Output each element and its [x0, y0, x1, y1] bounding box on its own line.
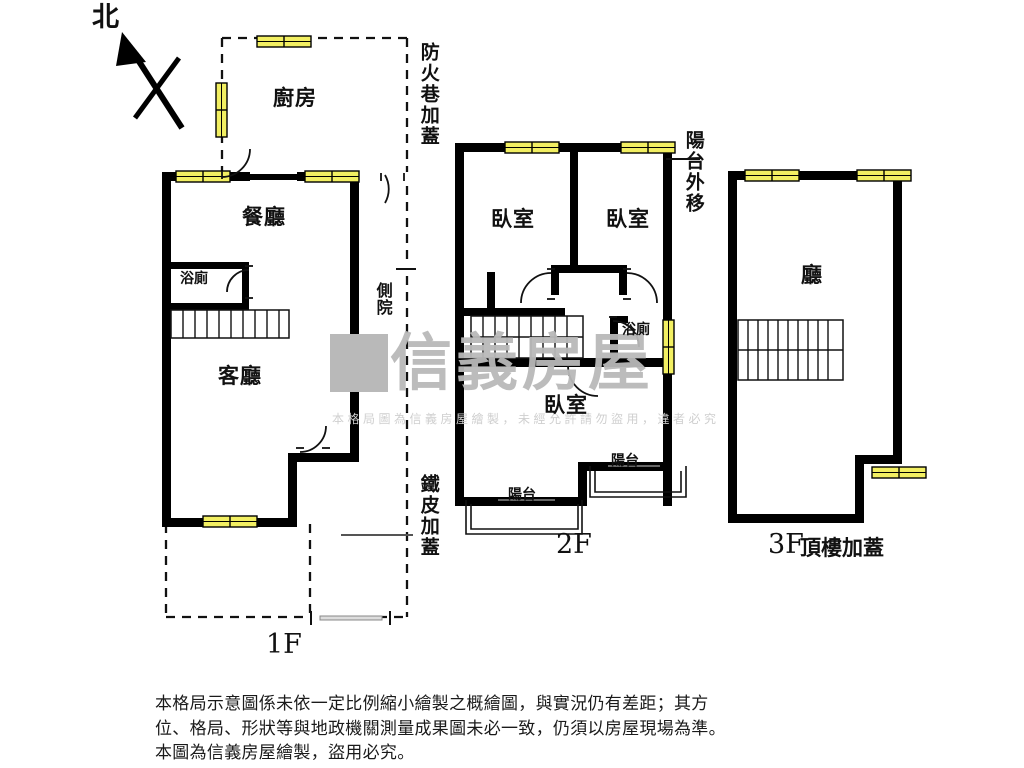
disclaimer: 本格局示意圖係未依一定比例縮小繪製之概繪圖，與實況仍有差距；其方 位、格局、形狀…: [155, 692, 915, 766]
room-label-bedroom-1: 臥室: [491, 207, 535, 231]
floor-label-3f: 3F: [768, 529, 804, 560]
north-arrow-icon: [116, 32, 185, 130]
disclaimer-line-2: 位、格局、形狀等與地政機關測量成果圖未必一致，仍須以房屋現場為準。: [155, 718, 726, 739]
stairs-1f: [170, 309, 290, 339]
stairs-2f: [470, 315, 584, 359]
window-hall-top-right: [856, 169, 912, 182]
walls-3f: [728, 171, 902, 523]
room-label-balcony-2: 陽台: [611, 453, 639, 469]
annotation-metal-sheet-cover: 鐵皮加蓋: [417, 474, 440, 558]
balcony-outlines-2f: [465, 465, 687, 535]
room-label-bedroom-2: 臥室: [606, 207, 650, 231]
window-hall-bottom-right: [871, 466, 927, 479]
room-label-dining-room: 餐廳: [242, 205, 286, 229]
annotation-side-yard: 側院: [373, 282, 393, 316]
annotation-fire-lane-cover: 防火巷加蓋: [417, 42, 440, 147]
gate-symbol-1f: [310, 611, 391, 625]
floor-label-1f: 1F: [266, 629, 302, 660]
disclaimer-line-3: 本圖為信義房屋繪製，盜用必究。: [155, 743, 415, 764]
window-dining-right: [304, 170, 360, 183]
floor-plan-1f: [162, 35, 416, 625]
floor-label-3f-suffix: 頂樓加蓋: [800, 536, 884, 560]
window-kitchen-top: [256, 35, 312, 48]
window-bedroom1-top: [504, 141, 560, 154]
window-hall-top-left: [744, 169, 800, 182]
window-kitchen-left: [215, 82, 228, 138]
disclaimer-line-1: 本格局示意圖係未依一定比例縮小繪製之概繪圖，與實況仍有差距；其方: [155, 694, 709, 714]
window-bathroom-2f: [662, 319, 675, 375]
stairs-3f: [737, 319, 844, 381]
north-label: 北: [92, 2, 119, 33]
floor-plan-3f: [728, 169, 927, 523]
window-living-bottom: [202, 515, 258, 528]
room-label-balcony-1: 陽台: [508, 487, 536, 503]
room-label-hall: 廳: [801, 263, 823, 287]
room-label-kitchen: 廚房: [273, 86, 317, 110]
room-label-bathroom-2f: 浴廁: [622, 322, 650, 338]
room-label-bathroom-1f: 浴廁: [180, 271, 208, 287]
floor-plan-2f: [455, 141, 700, 535]
room-label-living-room: 客廳: [218, 364, 262, 388]
doors-1f: [221, 148, 405, 453]
floor-label-2f: 2F: [556, 529, 592, 560]
window-bedroom2-top: [620, 141, 676, 154]
doors-2f: [520, 268, 658, 397]
room-label-bedroom-3: 臥室: [544, 393, 588, 417]
annotation-balcony-extension: 陽台外移: [682, 130, 705, 214]
